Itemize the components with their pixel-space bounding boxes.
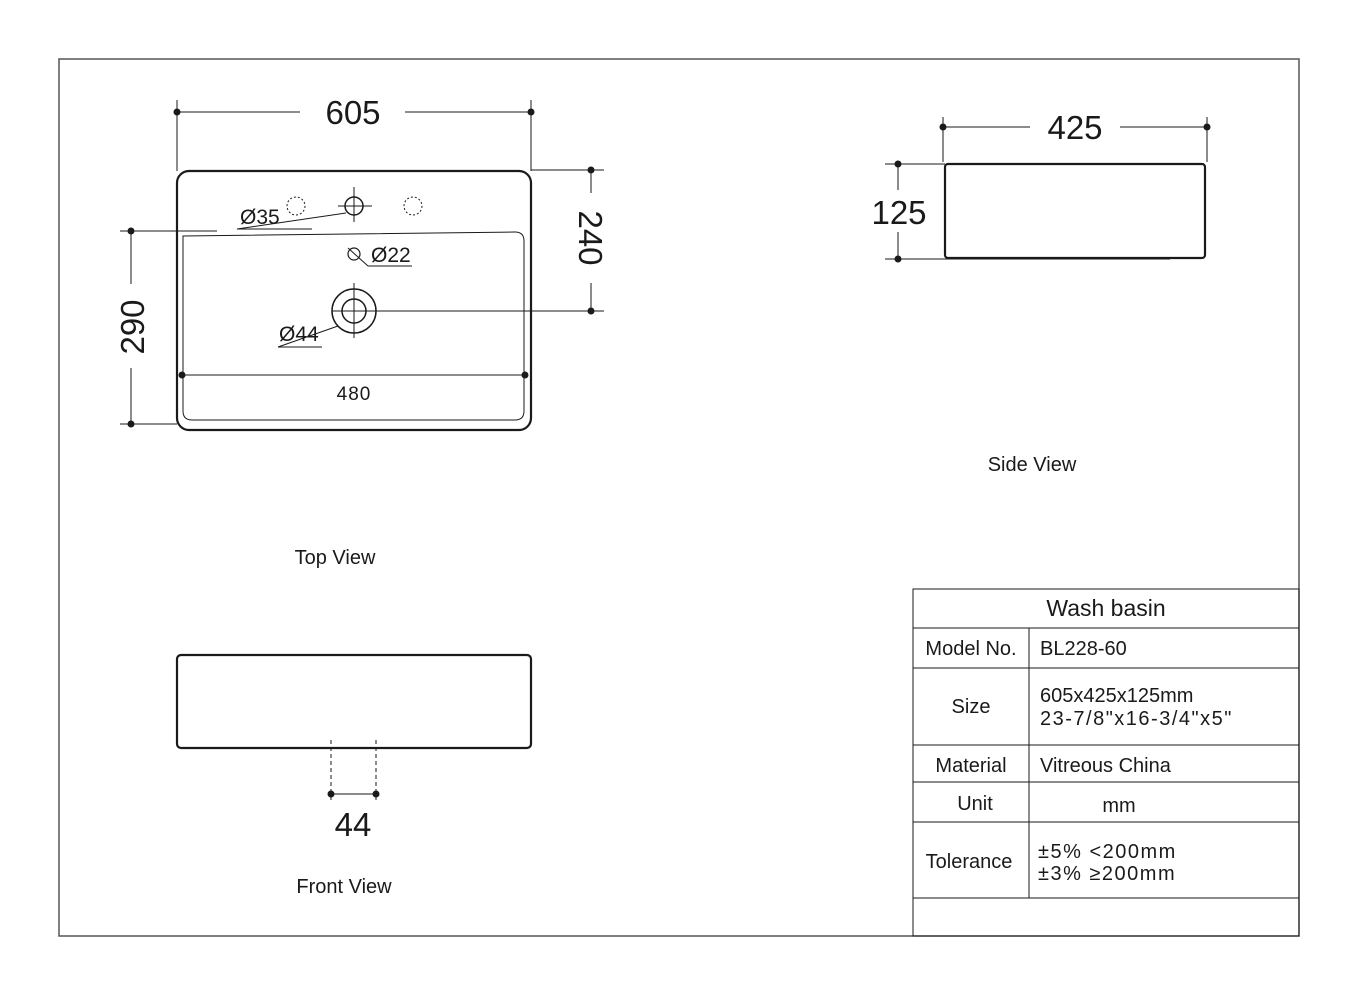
drawing-frame [58,58,1300,937]
bowl-depth-dimension: 240 [572,210,609,265]
top-view [120,100,604,432]
front-drain-dimension: 44 [335,806,372,843]
top-view-outline [175,169,533,432]
side-view [885,117,1211,263]
overflow-hole-icon [347,247,412,267]
drain-hole-icon [331,283,377,338]
spec-value-tolerance-small: ±5% <200mm [1038,841,1177,863]
top-view-bowl [182,231,525,421]
spec-value-material: Vitreous China [1040,755,1172,777]
tap-hole-icon [338,187,372,222]
spec-table-title: Wash basin [1046,595,1165,621]
spec-value-size-metric: 605x425x125mm [1040,685,1193,707]
top-depth-dimension: 290 [114,299,151,354]
spec-value-tolerance-large: ±3% ≥200mm [1038,863,1176,885]
spec-value-size-imperial: 23-7/8"x16-3/4"x5" [1040,708,1233,730]
spec-label-tolerance: Tolerance [926,851,1013,873]
top-view-label: Top View [295,547,376,569]
front-view-label: Front View [296,876,392,898]
optional-tap-hole-icon [286,196,306,216]
side-view-label: Side View [988,454,1077,476]
front-view [175,653,533,802]
side-depth-dimension: 425 [1047,109,1102,146]
spec-label-size: Size [952,696,991,718]
side-view-outline [943,162,1207,260]
overflow-dimension: Ø22 [371,244,411,267]
tap-hole-dimension: Ø35 [240,206,280,229]
spec-label-model: Model No. [925,638,1016,660]
top-width-dimension: 605 [325,94,380,131]
spec-value-model: BL228-60 [1040,638,1127,660]
spec-label-material: Material [935,755,1006,777]
side-height-dimension: 125 [871,194,926,231]
spec-label-unit: Unit [957,793,993,815]
optional-tap-hole-icon [403,196,423,216]
inner-width-dimension: 480 [337,384,372,405]
drain-dimension: Ø44 [279,323,319,346]
spec-value-unit: mm [1102,795,1135,817]
front-view-outline [175,653,533,750]
spec-table [912,588,1300,937]
